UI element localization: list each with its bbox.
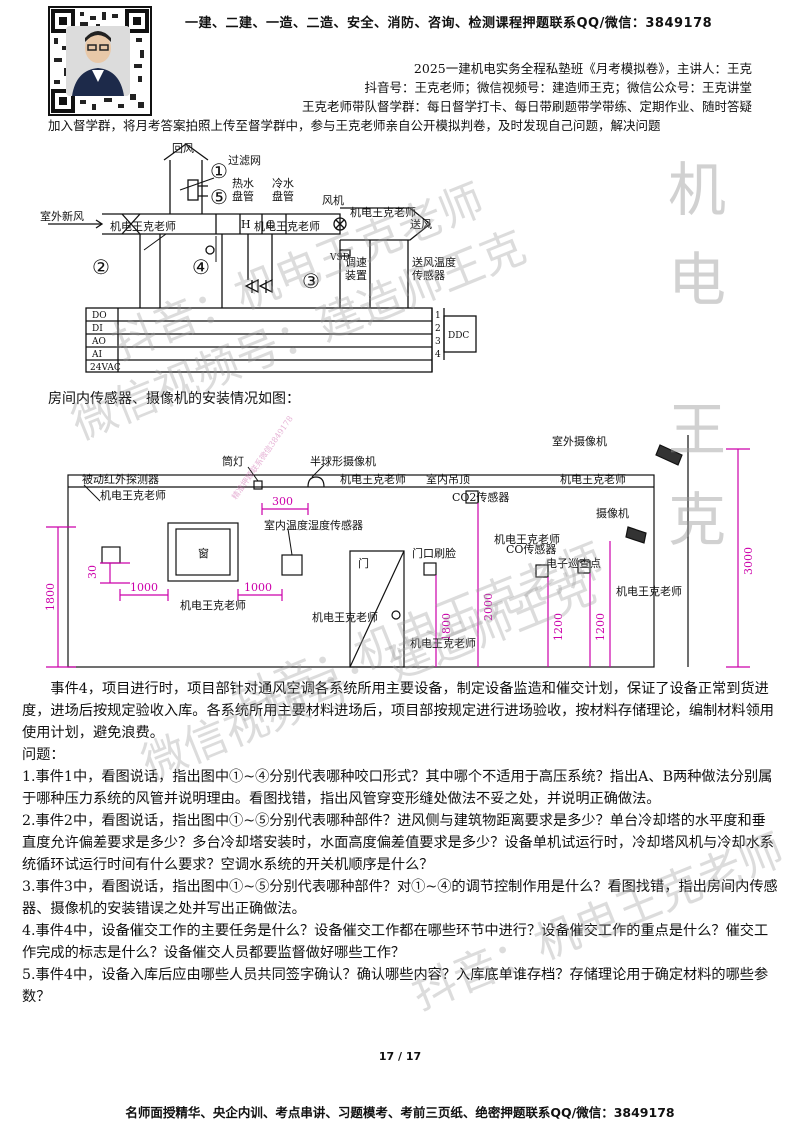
heating-coil-h: H (241, 218, 251, 231)
door-label: 门 (358, 556, 369, 570)
marker-2: ② (92, 255, 110, 279)
dim-300: 300 (272, 495, 293, 508)
side-watermark-char-2: 电 (668, 246, 726, 314)
ahu-watermark-1: 机电王克老师 (350, 205, 416, 219)
questions-section: 事件4，项目进行时，项目部针对通风空调各系统所用主要设备，制定设备监造和催交计划… (22, 678, 778, 1008)
filter-label: 过滤网 (228, 154, 261, 167)
outdoor-air-label: 室外新风 (40, 209, 84, 223)
vsd-label: VSD (329, 253, 350, 263)
top-banner: 一建、二建、一造、二造、安全、消防、咨询、检测课程押题联系QQ/微信：38491… (185, 16, 713, 31)
svg-text:机电王克老师: 机电王克老师 (312, 610, 378, 624)
footer-banner: 名师面授精华、央企内训、考点串讲、习题模考、考前三页纸、绝密押题联系QQ/微信：… (125, 1105, 675, 1120)
svg-text:DO: DO (92, 311, 107, 321)
ddc-label: DDC (448, 331, 469, 341)
outdoor-camera-label: 室外摄像机 (552, 434, 607, 448)
svg-text:盘管: 盘管 (272, 189, 294, 203)
dim-1800-left: 1800 (44, 583, 57, 611)
dim-3000: 3000 (742, 547, 755, 575)
door-face-lock-label: 门口刷脸 (412, 546, 456, 560)
question-2: 2.事件2中，看图说话，指出图中①~⑤分别代表哪种部件？进风侧与建筑物距离要求是… (22, 813, 774, 873)
marker-5: ⑤ (210, 185, 228, 209)
svg-text:热水: 热水 (232, 177, 254, 190)
supply-air-label: 送风 (410, 217, 432, 231)
svg-text:送风温度: 送风温度 (412, 255, 456, 269)
side-watermark-char-1: 机 (668, 156, 726, 224)
cooling-coil-c: C (266, 218, 274, 231)
marker-1: ① (210, 159, 228, 183)
page-number: 17 / 17 (378, 1050, 422, 1063)
svg-text:冷水: 冷水 (272, 177, 294, 190)
question-4: 4.事件4中，设备催交工作的主要任务是什么？设备催交工作都在哪些环节中进行？设备… (22, 923, 769, 961)
dim-1200-b: 1200 (594, 613, 607, 641)
room-sensor-layout-diagram: 室外摄像机 被动红外探测器 筒灯 半球形摄像机 室内吊顶 CO2传感器 摄像机 … (44, 434, 755, 668)
dome-camera-label: 半球形摄像机 (310, 454, 376, 468)
svg-text:AI: AI (91, 350, 102, 360)
dim-1000-a: 1000 (130, 581, 158, 594)
svg-text:机电王克老师: 机电王克老师 (340, 472, 406, 486)
svg-text:机电王克老师: 机电王克老师 (100, 488, 166, 502)
svg-text:装置: 装置 (345, 269, 367, 282)
header-course-line: 2025一建机电实务全程私塾班《月考模拟卷》，主讲人：王克 (413, 61, 752, 76)
dim-1200-a: 1200 (552, 613, 565, 641)
dim-30: 30 (86, 565, 99, 579)
svg-text:3: 3 (435, 337, 441, 347)
questions-heading: 问题： (22, 747, 65, 763)
svg-text:盘管: 盘管 (232, 189, 254, 203)
svg-text:24VAC: 24VAC (90, 363, 121, 373)
co2-sensor-label: CO2传感器 (452, 491, 509, 504)
svg-text:机电王克老师: 机电王克老师 (180, 598, 246, 612)
patrol-point-label: 电子巡查点 (546, 556, 601, 570)
svg-text:1: 1 (435, 311, 441, 321)
dim-1800-door: 1800 (440, 613, 453, 641)
svg-text:4: 4 (435, 350, 441, 360)
svg-text:机电王克老师: 机电王克老师 (410, 636, 476, 650)
pir-label: 被动红外探测器 (82, 473, 159, 486)
return-air-label: 回风 (172, 142, 194, 155)
svg-text:传感器: 传感器 (412, 269, 445, 282)
header-join-line: 加入督学群，将月考答案拍照上传至督学群中，参与王克老师亲自公开模拟判卷，及时发现… (48, 118, 661, 133)
temp-humidity-sensor-label: 室内温度湿度传感器 (264, 518, 363, 532)
ahu-watermark-3: 机电王克老师 (254, 219, 320, 233)
header-social-line: 抖音号：王克老师；微信视频号：建造师王克；微信公众号：王克讲堂 (364, 80, 752, 95)
dim-2000: 2000 (482, 593, 495, 621)
window-label: 窗 (198, 546, 209, 560)
svg-text:机电王克老师: 机电王克老师 (616, 584, 682, 598)
figure-caption: 房间内传感器、摄像机的安装情况如图： (48, 391, 300, 407)
ahu-watermark-2: 机电王克老师 (110, 219, 176, 233)
svg-text:DI: DI (92, 324, 103, 334)
fan-label: 风机 (322, 193, 344, 207)
co-sensor-label: CO传感器 (506, 543, 556, 556)
question-1: 1.事件1中，看图说话，指出图中①~④分别代表哪种咬口形式？其中哪个不适用于高压… (22, 769, 773, 807)
camera-label: 摄像机 (596, 506, 629, 520)
dim-1000-b: 1000 (244, 581, 272, 594)
downlight-label: 筒灯 (222, 454, 244, 468)
ceiling-label: 室内吊顶 (426, 472, 470, 486)
marker-4: ④ (192, 255, 210, 279)
avatar (66, 26, 130, 96)
marker-3: ③ (302, 269, 320, 293)
question-5: 5.事件4中，设备入库后应由哪些人员共同签字确认？确认哪些内容？入库底单谁存档？… (22, 967, 769, 1005)
svg-text:机电王克老师: 机电王克老师 (494, 532, 560, 546)
svg-text:2: 2 (435, 324, 441, 334)
header-study-group-line: 王克老师带队督学群：每日督学打卡、每日带刷题带学带练、定期作业、随时答疑 (301, 99, 752, 114)
event-4-paragraph: 事件4，项目进行时，项目部针对通风空调各系统所用主要设备，制定设备监造和催交计划… (22, 681, 774, 741)
svg-text:调速: 调速 (345, 256, 367, 269)
question-3: 3.事件3中，看图说话，指出图中①~⑤分别代表哪种部件？对①~④的调节控制作用是… (22, 879, 778, 917)
svg-text:AO: AO (91, 337, 106, 347)
svg-text:机电王克老师: 机电王克老师 (560, 472, 626, 486)
